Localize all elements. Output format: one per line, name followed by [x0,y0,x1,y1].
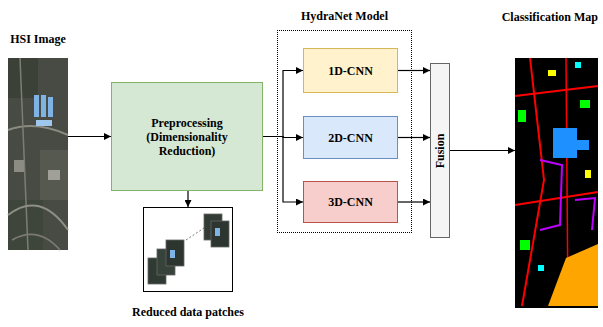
image-ground [8,58,68,250]
map-class [548,70,556,76]
cnn-box: 1D-CNN [303,48,398,93]
patch-stack [148,214,229,284]
hsi-image [8,58,68,250]
map-ground [515,58,598,308]
map-class [515,86,598,96]
road [8,205,68,230]
arrow-connector [450,150,515,151]
map-class [540,160,562,230]
patch-detail [170,250,175,258]
building [41,95,46,117]
image-frame: HSI Image [8,58,68,250]
image-patch [8,58,38,98]
box-label: 2D-CNN [310,131,391,145]
road [8,126,68,135]
building [36,120,52,126]
patch-tile [166,240,184,266]
arrow-connector [398,201,430,202]
patch-tile [211,221,229,247]
patch-box: Reduced data patches [143,207,233,292]
cnn-box: 2D-CNN [303,116,398,159]
cnn-box: 3D-CNN [303,181,398,223]
box-label: Fusion [433,133,447,168]
fusion-bar: Fusion [430,63,450,238]
arrow-connector [187,191,188,207]
arrow-connector [398,137,430,138]
arrow-connector [263,71,303,137]
map-class [580,100,590,108]
heading-label: Reduced data patches [132,305,244,319]
building [34,95,39,117]
model-group: HydraNet Model1D-CNN2D-CNN3D-CNN [277,30,412,233]
classification-map [515,58,598,308]
arrow-connector [68,136,111,137]
heading-label: HSI Image [10,32,66,46]
map-class [518,110,526,122]
map-class [553,128,577,158]
dashed-leader [186,228,204,240]
map-class [520,240,530,250]
map-class [575,198,595,230]
building [48,97,53,117]
box-label: 1D-CNN [310,64,391,78]
map-class [577,140,589,150]
map-class [548,244,598,306]
road [12,234,60,250]
heading-label: Classification Map [502,10,598,24]
arrow-connector [263,137,303,203]
box-label: 3D-CNN [310,195,391,209]
map-frame: Classification Map [515,58,598,308]
road [20,58,28,250]
patch-detail [215,228,220,236]
map-class [575,62,581,68]
map-class [522,58,544,306]
map-class [585,170,591,178]
image-patch [40,150,68,200]
process-box: Preprocessing (Dimensionality Reduction) [111,82,263,191]
arrow-connector [398,70,430,71]
box-label: Preprocessing (Dimensionality Reduction) [118,116,256,158]
heading-label: HydraNet Model [301,9,388,23]
building [14,160,24,172]
map-class [538,265,544,271]
building [48,170,60,180]
